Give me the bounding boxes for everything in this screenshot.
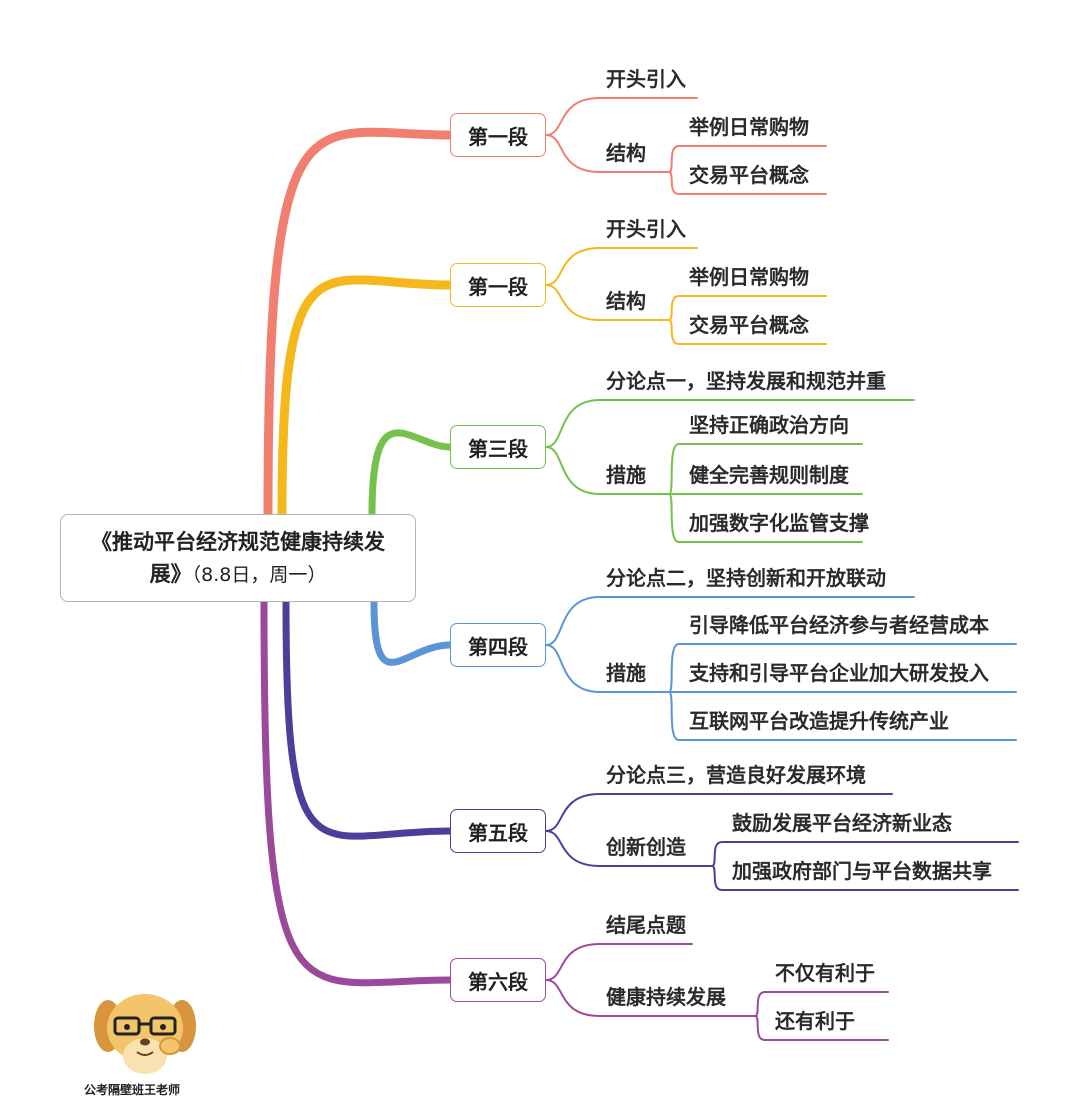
item-line — [711, 865, 1019, 891]
branch-line — [545, 446, 670, 495]
item-line — [754, 991, 889, 1017]
branch-line — [545, 943, 693, 981]
teacher-mascot-icon — [94, 994, 196, 1074]
group-label: 措施 — [606, 661, 646, 685]
section-node: 第四段 — [450, 623, 546, 667]
trunk-branch — [277, 275, 455, 519]
item-line — [668, 171, 827, 195]
branch-line — [545, 284, 670, 321]
trunk-branch — [368, 429, 454, 518]
intro-label: 分论点二，坚持创新和开放联动 — [606, 566, 886, 590]
trunk-branch — [370, 598, 454, 666]
item-line — [668, 493, 863, 543]
branch-line — [545, 97, 698, 136]
item-line — [668, 443, 863, 495]
item-label: 坚持正确政治方向 — [689, 413, 849, 437]
section-node: 第五段 — [450, 809, 546, 853]
root-topic: 《推动平台经济规范健康持续发 展》（8.8日，周一） — [60, 514, 416, 602]
item-line — [668, 145, 827, 173]
item-line — [668, 319, 827, 345]
item-line — [711, 841, 1019, 867]
mascot-caption: 公考隔壁班王老师 — [84, 1083, 181, 1097]
branch-line — [545, 596, 915, 646]
group-label: 措施 — [606, 463, 646, 487]
item-label: 加强政府部门与平台数据共享 — [732, 859, 992, 883]
item-label: 交易平台概念 — [689, 313, 809, 337]
trunk-branch — [263, 127, 455, 519]
item-label: 不仅有利于 — [775, 961, 875, 985]
group-label: 结构 — [606, 289, 646, 313]
branch-line — [545, 830, 713, 867]
item-label: 互联网平台改造提升传统产业 — [689, 709, 949, 733]
item-label: 引导降低平台经济参与者经营成本 — [689, 613, 989, 637]
item-label: 鼓励发展平台经济新业态 — [732, 811, 952, 835]
intro-label: 开头引入 — [606, 217, 686, 241]
trunk-branch — [260, 598, 454, 987]
branch-line — [545, 644, 670, 693]
root-date: （8.8日，周一） — [191, 563, 327, 586]
item-label: 举例日常购物 — [689, 115, 809, 139]
intro-label: 分论点三，营造良好发展环境 — [606, 763, 866, 787]
item-label: 支持和引导平台企业加大研发投入 — [689, 661, 989, 685]
intro-label: 结尾点题 — [606, 913, 686, 937]
branch-line — [545, 399, 915, 448]
item-label: 还有利于 — [775, 1009, 855, 1033]
section-node: 第一段 — [450, 263, 546, 307]
group-label: 健康持续发展 — [606, 985, 726, 1009]
section-node: 第一段 — [450, 113, 546, 157]
section-node: 第三段 — [450, 425, 546, 469]
section-node: 第六段 — [450, 958, 546, 1002]
branch-line — [545, 793, 893, 832]
root-title-line2: 展》 — [149, 561, 192, 586]
branch-line — [545, 247, 698, 286]
item-label: 加强数字化监管支撑 — [689, 511, 869, 535]
trunk-branch — [282, 598, 454, 840]
branch-line — [545, 979, 756, 1017]
group-label: 创新创造 — [606, 835, 686, 859]
item-label: 举例日常购物 — [689, 265, 809, 289]
item-label: 交易平台概念 — [689, 163, 809, 187]
item-line — [668, 691, 1017, 741]
item-line — [668, 643, 1017, 693]
item-line — [668, 295, 827, 321]
group-label: 结构 — [606, 141, 646, 165]
root-title-line1: 《推动平台经济规范健康持续发 — [91, 529, 385, 554]
intro-label: 开头引入 — [606, 67, 686, 91]
item-label: 健全完善规则制度 — [689, 463, 849, 487]
intro-label: 分论点一，坚持发展和规范并重 — [606, 369, 886, 393]
item-line — [754, 1015, 889, 1041]
branch-line — [545, 134, 670, 173]
